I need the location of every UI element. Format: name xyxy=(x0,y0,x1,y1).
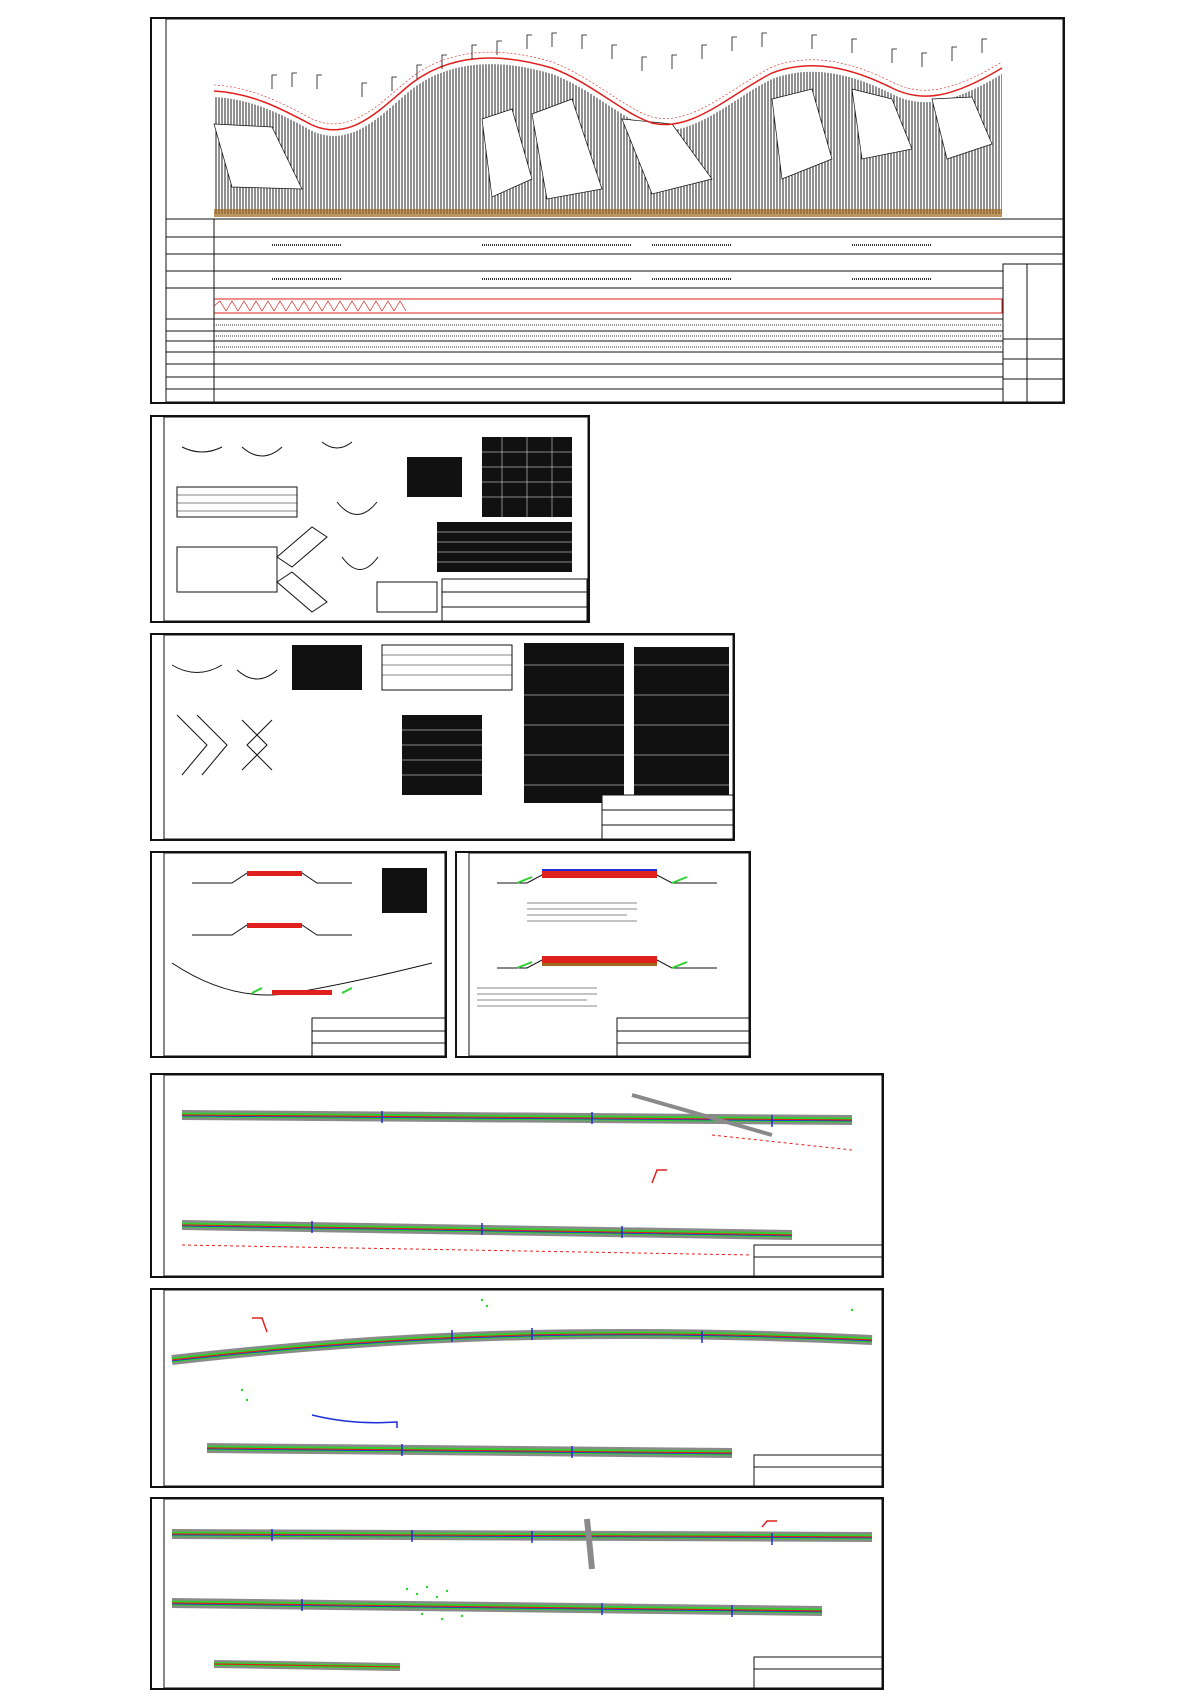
cross-sections-b-drawing xyxy=(468,853,749,1056)
sheet-road-plan-1 xyxy=(150,1073,884,1278)
cross-sections-a-drawing xyxy=(163,853,445,1056)
sheet-culvert-details-2 xyxy=(150,633,735,841)
sheet-road-plan-3 xyxy=(150,1497,884,1690)
culvert-details-2-drawing xyxy=(163,635,733,839)
profile-drawing xyxy=(165,19,1063,402)
sheet-longitudinal-profile xyxy=(150,17,1065,404)
culvert-details-1-drawing xyxy=(163,417,588,621)
sheet-culvert-details-1 xyxy=(150,415,590,623)
road-plan-1-drawing xyxy=(163,1075,882,1276)
sheet-cross-sections-a xyxy=(150,851,447,1058)
sheet-cross-sections-b xyxy=(455,851,751,1058)
road-plan-2-drawing xyxy=(163,1290,882,1486)
sheet-road-plan-2 xyxy=(150,1288,884,1488)
road-plan-3-drawing xyxy=(163,1499,882,1688)
